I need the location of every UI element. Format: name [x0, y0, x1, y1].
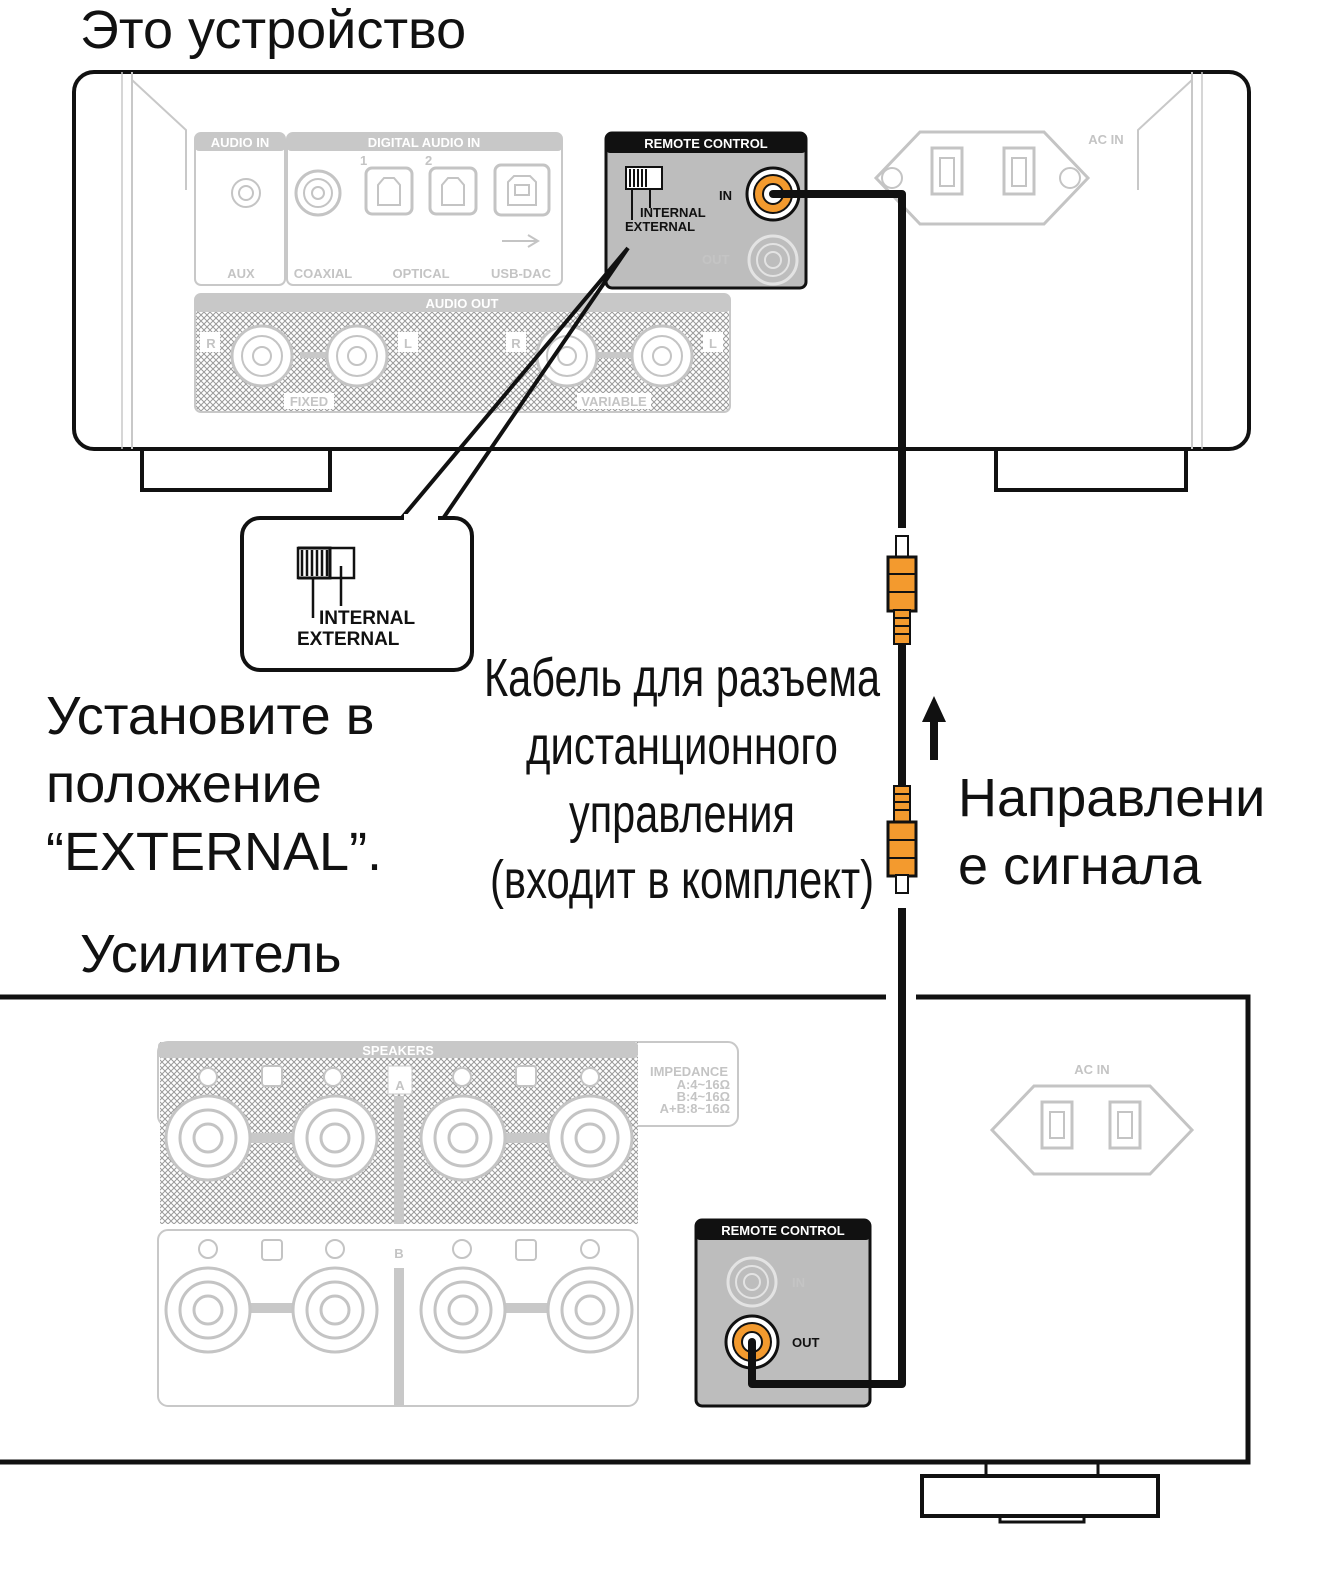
amplifier-rear-panel: SPEAKERS A IMPEDANCE A:4~16Ω B:4~16Ω A+B…: [0, 994, 1251, 1524]
optical-2-jack: [428, 166, 478, 216]
signal-arrow-icon: [922, 696, 946, 760]
device-ac-in-label: AC IN: [1088, 132, 1123, 147]
device-external-label: EXTERNAL: [625, 219, 695, 234]
device-internal-external-switch[interactable]: [625, 166, 663, 190]
coaxial-jack: [294, 169, 342, 217]
instruction-line-1: Установите в: [46, 686, 374, 746]
aux-jack: [231, 178, 261, 208]
audio-in-section: AUDIO IN AUX: [194, 132, 286, 286]
usb-dac-port: [493, 163, 551, 217]
signal-direction-line-2: е сигнала: [958, 836, 1202, 896]
device-ac-in: AC IN: [873, 130, 1124, 226]
speakers-a-label: A: [395, 1078, 405, 1093]
amp-rc-in-label: IN: [792, 1275, 805, 1290]
device-remote-control-panel: REMOTE CONTROL INTERNAL EXTERNAL IN OUT: [604, 131, 808, 290]
cable-label-line-4: (входит в комплект): [490, 850, 874, 910]
zoom-external-label: EXTERNAL: [297, 629, 400, 650]
amp-remote-control-panel: REMOTE CONTROL IN OUT: [694, 1218, 872, 1408]
cable-label-line-2: дистанционного: [526, 716, 838, 776]
audio-out-label: AUDIO OUT: [426, 296, 499, 311]
variable-label: VARIABLE: [581, 394, 647, 409]
device-rear-panel: AUDIO IN AUX DIGITAL AUDIO IN 1 2 COAXIA…: [72, 70, 1251, 492]
signal-direction-line-1: Направлени: [958, 768, 1265, 828]
speakers-b-label: B: [394, 1246, 403, 1261]
device-title: Это устройство: [80, 0, 466, 60]
cable-label: Кабель для разъема дистанционного управл…: [484, 648, 881, 910]
cable-label-line-1: Кабель для разъема: [484, 648, 881, 708]
speakers-label: SPEAKERS: [362, 1043, 434, 1058]
device-remote-control-label: REMOTE CONTROL: [644, 136, 768, 151]
cable-plug-upper: [886, 535, 918, 645]
switch-zoom-callout: INTERNAL EXTERNAL: [240, 246, 630, 672]
variable-r-label: R: [511, 336, 521, 351]
variable-l-label: L: [709, 336, 717, 351]
speakers-section: SPEAKERS A IMPEDANCE A:4~16Ω B:4~16Ω A+B…: [157, 1041, 739, 1407]
input-1-label: 1: [360, 153, 367, 168]
cable-plug-lower: [886, 785, 918, 894]
impedance-a: A:4~16Ω: [677, 1077, 730, 1092]
amp-ac-in: AC IN: [989, 1062, 1195, 1176]
instruction-text: Установите в положение “EXTERNAL”.: [46, 686, 382, 882]
coaxial-label: COAXIAL: [294, 266, 353, 281]
device-rc-out-jack: [747, 234, 799, 286]
audio-in-label: AUDIO IN: [211, 135, 270, 150]
fixed-r-label: R: [206, 336, 216, 351]
remote-control-cable: [748, 190, 918, 1388]
usb-icon: [502, 234, 540, 248]
instruction-line-3: “EXTERNAL”.: [46, 822, 382, 882]
amp-rc-out-label: OUT: [792, 1335, 820, 1350]
device-internal-label: INTERNAL: [640, 205, 706, 220]
amp-remote-control-label: REMOTE CONTROL: [721, 1223, 845, 1238]
impedance-b: B:4~16Ω: [677, 1089, 730, 1104]
impedance-ab: A+B:8~16Ω: [660, 1101, 730, 1116]
usb-dac-label: USB-DAC: [491, 266, 552, 281]
instruction-line-2: положение: [46, 754, 322, 814]
digital-audio-in-section: DIGITAL AUDIO IN 1 2 COAXIAL OPTICAL USB…: [286, 132, 563, 286]
fixed-l-label: L: [404, 336, 412, 351]
optical-label: OPTICAL: [392, 266, 449, 281]
optical-1-jack: [364, 166, 414, 216]
amp-ac-in-label: AC IN: [1074, 1062, 1109, 1077]
device-rc-out-label: OUT: [702, 252, 730, 267]
amplifier-title: Усилитель: [80, 924, 342, 984]
zoom-internal-label: INTERNAL: [319, 608, 415, 629]
audio-out-section: AUDIO OUT R L R L FIXED VARIABLE: [194, 293, 731, 413]
digital-audio-in-label: DIGITAL AUDIO IN: [368, 135, 480, 150]
impedance-label: IMPEDANCE: [650, 1064, 728, 1079]
aux-label: AUX: [227, 266, 255, 281]
amp-rc-in-jack: [726, 1256, 778, 1308]
cable-label-line-3: управления: [569, 784, 795, 844]
signal-direction-label: Направлени е сигнала: [958, 768, 1265, 896]
device-rc-in-label: IN: [719, 188, 732, 203]
fixed-label: FIXED: [290, 394, 328, 409]
input-2-label: 2: [425, 153, 432, 168]
